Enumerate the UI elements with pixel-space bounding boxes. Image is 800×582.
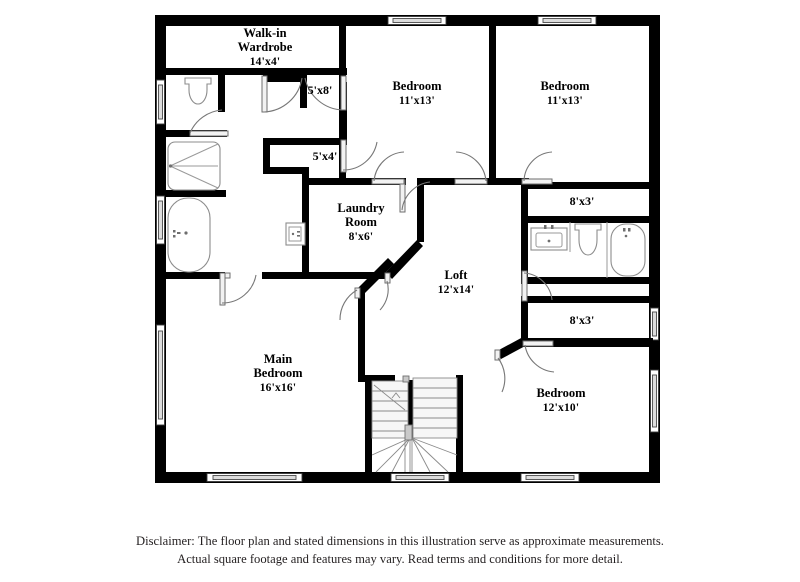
window-top-left (387, 16, 447, 25)
window-bottom-left (206, 473, 303, 482)
window-left-lower (156, 324, 165, 426)
walk-in-wardrobe-dimensions: 14'x4' (250, 56, 281, 68)
label-walk-in-wardrobe: Walk-in Wardrobe 14'x4' (238, 26, 293, 68)
fixtures (167, 77, 646, 278)
label-main-bedroom: Main Bedroom 16'x16' (253, 352, 303, 394)
staircase (371, 375, 458, 473)
door-bedroom-3 (454, 151, 488, 185)
loft-name: Loft (445, 268, 469, 282)
bedroom-4-dimensions: 12'x10' (543, 402, 580, 414)
door-bedroom-2 (371, 151, 405, 185)
window-bottom-right (520, 473, 580, 482)
door-upper-left-bath (189, 109, 229, 137)
label-loft: Loft 12'x14' (438, 268, 475, 296)
walk-in-wardrobe-name-line1: Walk-in (243, 26, 286, 40)
walk-in-wardrobe-name-line2: Wardrobe (238, 40, 293, 54)
door-closet-8x3-lower (522, 340, 555, 373)
door-closet-5x8-right (304, 75, 347, 111)
closet-8x3-lower-dimensions: 8'x3' (570, 313, 595, 327)
window-right-upper (650, 307, 659, 341)
main-bedroom-name-line1: Main (264, 352, 293, 366)
sink-laundry (285, 222, 306, 246)
window-right-lower (650, 369, 659, 433)
room-labels: Walk-in Wardrobe 14'x4' Bedroom 11'x13' … (238, 26, 595, 414)
laundry-room-name-line2: Room (345, 215, 378, 229)
label-bedroom-4: Bedroom 12'x10' (536, 386, 586, 414)
door-main-bedroom (339, 287, 361, 321)
door-left-bath-hall (219, 272, 257, 306)
sink-right-bath (530, 225, 568, 251)
door-closet-5x4 (340, 139, 378, 173)
disclaimer: Disclaimer: The floor plan and stated di… (0, 532, 800, 569)
bathtub-right-fittings (623, 228, 631, 238)
main-bedroom-dimensions: 16'x16' (260, 382, 297, 394)
window-left-middle (156, 195, 165, 245)
bedroom-2-dimensions: 11'x13' (399, 95, 435, 107)
closet-5x8-dimensions: 5'x8' (308, 83, 333, 97)
bathtub-left-bath (167, 197, 211, 273)
door-closet-5x8 (261, 75, 303, 113)
closet-8x3-upper-dimensions: 8'x3' (570, 194, 595, 208)
disclaimer-line-2: Actual square footage and features may v… (177, 551, 623, 566)
label-bedroom-3: Bedroom 11'x13' (540, 79, 590, 107)
window-left-upper (156, 79, 165, 125)
door-closet-8x3-upper (521, 151, 553, 185)
main-bedroom-name-line2: Bedroom (253, 366, 303, 380)
shower-left-bath (167, 141, 221, 191)
toilet-left-bath (184, 77, 212, 105)
door-main-bedroom-top (224, 272, 231, 279)
window-bottom-center (390, 473, 450, 482)
closet-5x4-dimensions: 5'x4' (313, 149, 338, 163)
laundry-room-dimensions: 8'x6' (349, 231, 374, 243)
bedroom-2-name: Bedroom (392, 79, 442, 93)
exterior-windows (156, 16, 659, 482)
laundry-room-name-line1: Laundry (337, 201, 385, 215)
loft-dimensions: 12'x14' (438, 284, 475, 296)
doors (189, 75, 555, 393)
door-right-bath (521, 270, 553, 302)
bedroom-3-dimensions: 11'x13' (547, 95, 583, 107)
label-bedroom-2: Bedroom 11'x13' (392, 79, 442, 107)
label-laundry-room: Laundry Room 8'x6' (337, 201, 385, 243)
disclaimer-line-1: Disclaimer: The floor plan and stated di… (136, 533, 664, 548)
window-top-right (537, 16, 597, 25)
bathtub-fittings (173, 230, 188, 238)
bedroom-4-name: Bedroom (536, 386, 586, 400)
bathtub-right-bath (610, 223, 646, 277)
bedroom-3-name: Bedroom (540, 79, 590, 93)
door-loft-hall (379, 272, 391, 311)
door-bedroom-4 (494, 349, 506, 393)
toilet-right-bath (574, 223, 602, 256)
